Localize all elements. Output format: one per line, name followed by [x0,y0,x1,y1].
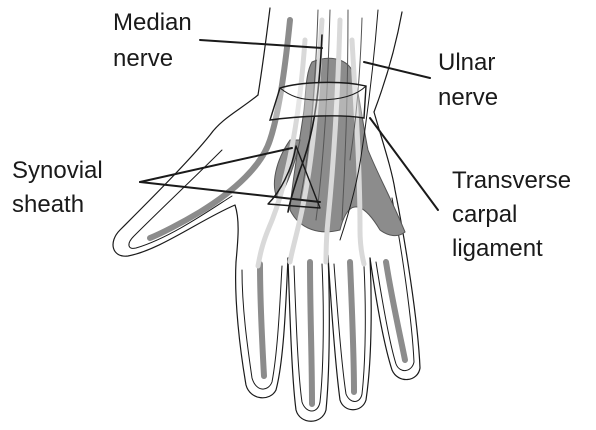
transverse-ligament-label-line2: carpal [452,201,517,228]
transverse-ligament-label-line3: ligament [452,235,543,262]
median-nerve-label-line2: nerve [113,45,173,72]
ulnar-nerve-label-line2: nerve [438,84,498,111]
synovial-sheath-leader-upper [140,148,292,182]
median-nerve-label-line1: Median [113,9,192,36]
transverse-ligament-label-line1: Transverse [452,167,571,194]
synovial-sheath-label-line2: sheath [12,191,84,218]
leader-lines [140,40,438,210]
ulnar-nerve-label-line1: Ulnar [438,49,495,76]
ulnar-nerve-leader [364,62,430,78]
synovial-sheath-label-line1: Synovial [12,157,103,184]
transverse-carpal-ligament [270,82,366,120]
